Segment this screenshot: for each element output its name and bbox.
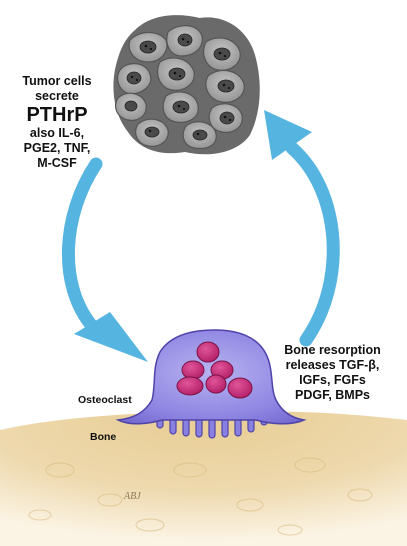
tumor-label-line3: also IL-6, (29, 126, 85, 140)
resorption-label-line2: releases TGF-β, (285, 358, 380, 372)
tumor-label-line2: secrete (35, 89, 79, 103)
bone-label: Bone (90, 431, 117, 443)
tumor-label-line4: PGE2, TNF, (23, 141, 91, 155)
osteoclast-label: Osteoclast (78, 394, 132, 406)
arrow-bone-to-tumor (264, 110, 340, 347)
bone-resorption-label: Bone resorption releases TGF-β, IGFs, FG… (260, 343, 405, 403)
osteoclast-nuclei (176, 341, 253, 399)
resorption-label-line4: PDGF, BMPs (294, 388, 370, 402)
tumor-label-line5: M-CSF (37, 156, 77, 170)
bone-tissue (0, 411, 407, 546)
bone-texture (28, 457, 373, 536)
pthrp-label: PTHrP (26, 104, 88, 126)
tumor-cell-cluster (113, 15, 260, 155)
artist-signature: ABJ (124, 491, 141, 502)
resorption-label-line1: Bone resorption (284, 343, 381, 357)
resorption-label-line3: IGFs, FGFs (299, 373, 366, 387)
tumor-secretion-label: Tumor cells secrete PTHrP also IL-6, PGE… (2, 74, 112, 171)
tumor-label-line1: Tumor cells (22, 74, 92, 88)
arrow-tumor-to-osteoclast (62, 157, 148, 362)
